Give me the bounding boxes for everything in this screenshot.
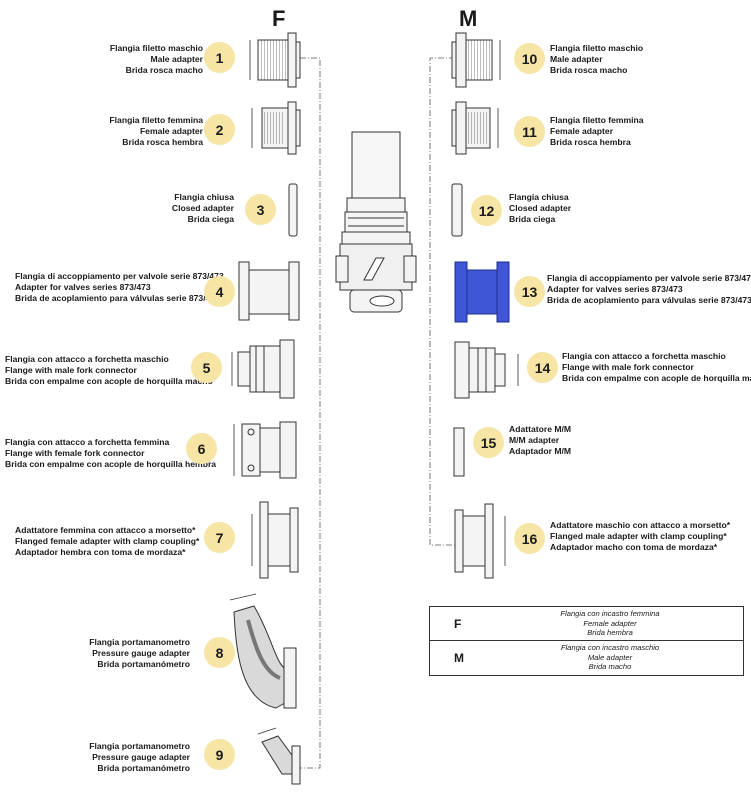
adapter-1-drawing <box>249 32 301 88</box>
item-9-badge: 9 <box>204 739 235 770</box>
adapter-14-drawing <box>454 341 519 399</box>
adapter-8-drawing <box>229 593 297 709</box>
item-1-badge: 1 <box>204 42 235 73</box>
adapter-16-drawing <box>454 503 506 579</box>
valve-body-drawing <box>335 131 417 313</box>
item-15-badge: 15 <box>473 427 504 458</box>
legend-key-female: F <box>454 617 462 631</box>
adapter-2-drawing <box>251 101 301 155</box>
adapter-13-drawing <box>454 261 510 323</box>
item-11-badge: 11 <box>514 116 545 147</box>
column-header-male: M <box>459 6 478 31</box>
adapter-11-drawing <box>451 101 499 155</box>
adapter-6-drawing <box>233 421 297 479</box>
adapter-5-drawing <box>231 339 295 399</box>
item-6-badge: 6 <box>186 433 217 464</box>
item-12-badge: 12 <box>471 195 502 226</box>
item-16-label: Adattatore maschio con attacco a morsett… <box>550 520 731 552</box>
item-4-badge: 4 <box>204 276 235 307</box>
legend-key-male: M <box>454 651 464 665</box>
adapter-10-drawing <box>451 32 501 88</box>
adapter-12-drawing <box>451 183 463 237</box>
item-4-label: Flangia di accoppiamento per valvole ser… <box>15 271 224 303</box>
item-7-badge: 7 <box>204 522 235 553</box>
item-8-badge: 8 <box>204 637 235 668</box>
item-14-badge: 14 <box>527 352 558 383</box>
item-2-badge: 2 <box>204 114 235 145</box>
adapter-3-drawing <box>288 183 298 237</box>
male-connection-line <box>429 57 455 546</box>
adapter-15-drawing <box>453 427 465 477</box>
item-13-label: Flangia di accoppiamento per valvole ser… <box>547 273 751 305</box>
adapter-9-drawing <box>257 727 301 785</box>
adapter-7-drawing <box>251 501 299 579</box>
item-7-label: Adattatore femmina con attacco a morsett… <box>15 525 200 557</box>
legend-separator <box>430 640 743 641</box>
column-header-female: F <box>272 6 286 31</box>
female-connection-line <box>300 57 321 769</box>
item-5-badge: 5 <box>191 352 222 383</box>
item-13-badge: 13 <box>514 276 545 307</box>
item-3-badge: 3 <box>245 194 276 225</box>
adapter-4-drawing <box>238 261 300 321</box>
item-16-badge: 16 <box>514 523 545 554</box>
item-10-badge: 10 <box>514 43 545 74</box>
